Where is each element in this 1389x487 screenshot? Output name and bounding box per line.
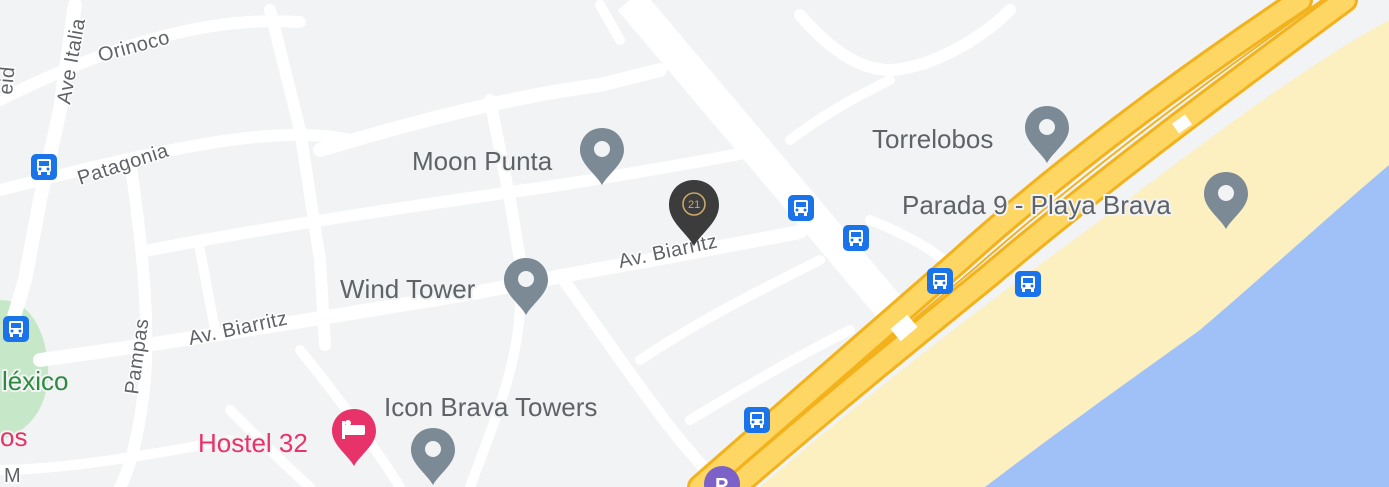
place-label-torrelobos[interactable]: Torrelobos [870, 122, 995, 156]
parking-icon[interactable]: P [704, 466, 740, 487]
main-avenue [617, 0, 913, 331]
highway-overpass [890, 314, 918, 342]
place-label-wind-tower[interactable]: Wind Tower [338, 272, 478, 306]
bus-stop-icon[interactable] [788, 195, 814, 221]
bus-stop-icon[interactable] [3, 316, 29, 342]
street-label-partial-top-left: eid [0, 65, 19, 95]
bus-stop-icon[interactable] [31, 154, 57, 180]
bus-stop-icon[interactable] [1015, 271, 1041, 297]
selected-marker-badge: 21 [688, 199, 700, 211]
place-label-hostel-32[interactable]: Hostel 32 [196, 426, 310, 460]
place-label-icon-brava[interactable]: Icon Brava Towers [382, 390, 599, 424]
place-label-mexico-partial[interactable]: léxico [0, 364, 70, 398]
svg-text:P: P [715, 475, 728, 487]
place-label-partial-os[interactable]: os [0, 420, 29, 454]
highway-overpass [1172, 114, 1192, 134]
hotel-bed-icon[interactable] [332, 409, 376, 466]
century21-marker-icon[interactable]: 21 [669, 180, 719, 246]
bus-stop-icon[interactable] [927, 268, 953, 294]
minor-streets [0, 0, 1016, 487]
place-label-parada-9[interactable]: Parada 9 - Playa Brava [900, 188, 1173, 222]
coastal-highway [687, 0, 1358, 487]
bus-stop-icon[interactable] [843, 225, 869, 251]
street-label-partial-bottom-left: M [4, 465, 21, 487]
water-area [985, 165, 1389, 487]
place-label-moon-punta[interactable]: Moon Punta [410, 144, 555, 178]
bus-stop-icon[interactable] [744, 407, 770, 433]
